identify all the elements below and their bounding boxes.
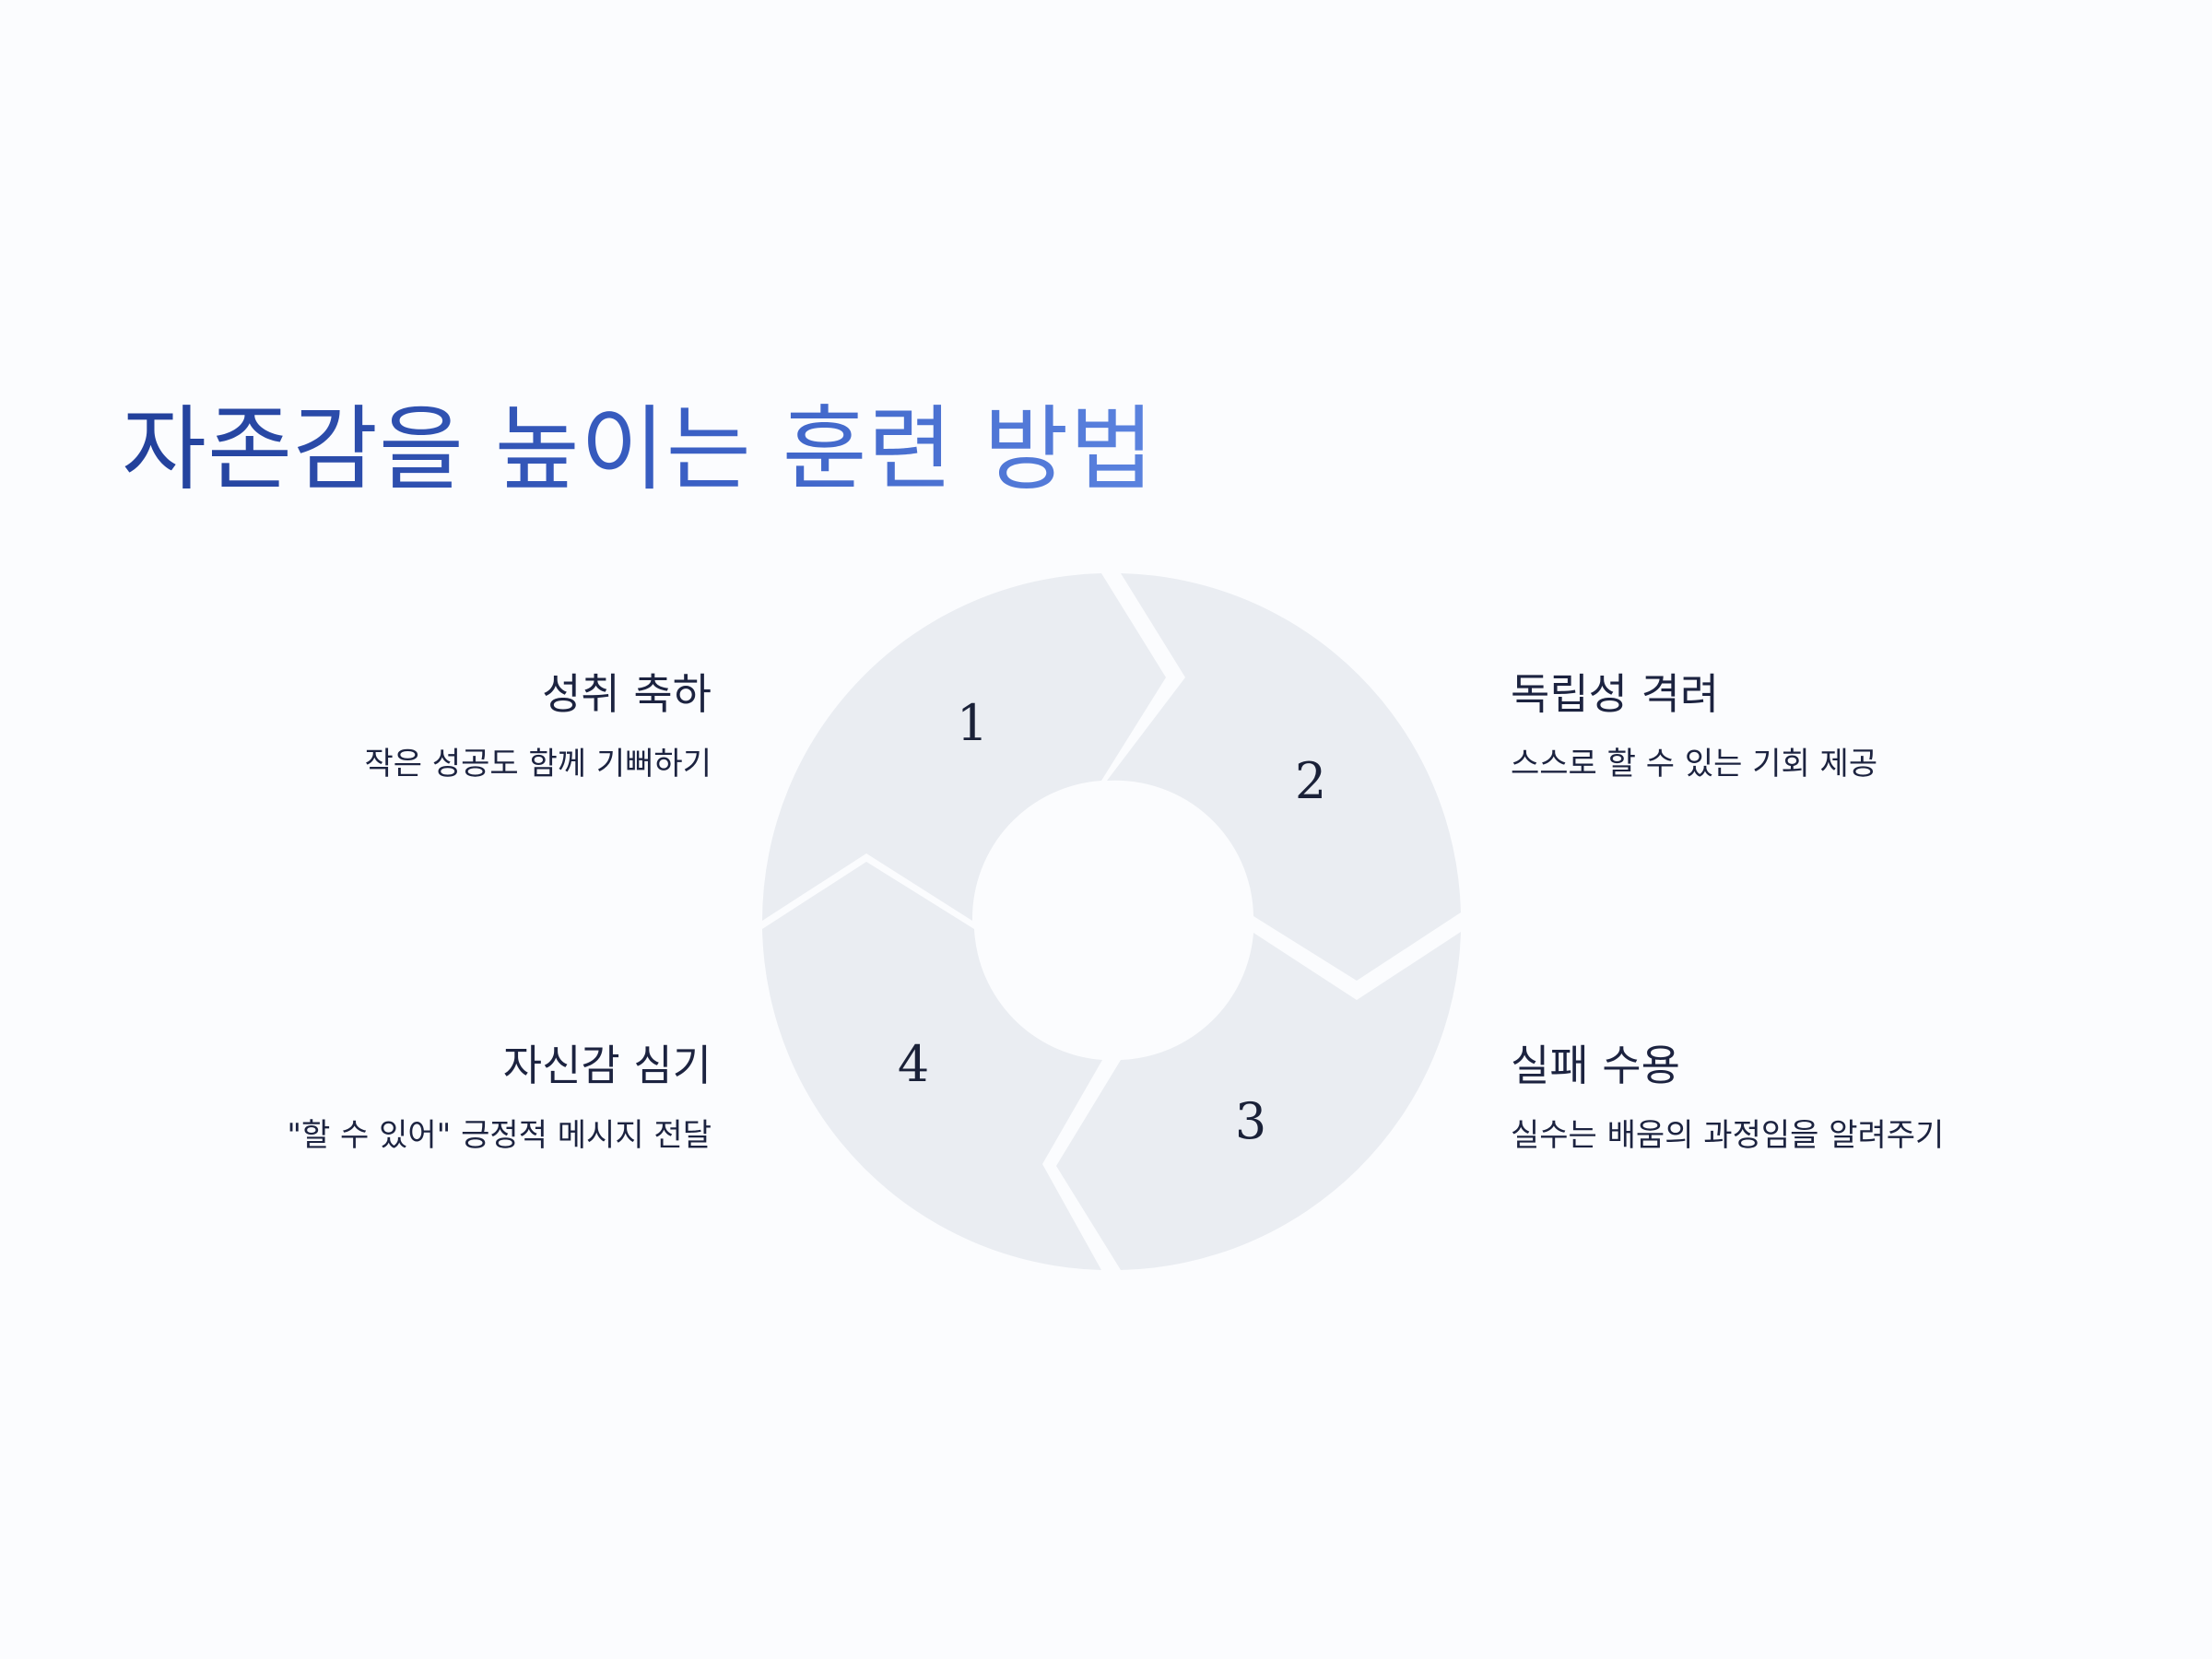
cycle-segment-3 <box>1056 932 1461 1270</box>
cycle-number-1: 1 <box>957 694 988 752</box>
cycle-item-title: 성취 축하 <box>542 669 712 719</box>
cycle-item-title: 실패 수용 <box>1511 1041 1680 1090</box>
cycle-segment-4 <box>762 862 1102 1270</box>
page-title: 자존감을 높이는 훈련 방법 <box>122 395 1156 503</box>
cycle-item-title: 자신감 심기 <box>502 1041 712 1090</box>
cycle-item-1: 성취 축하 작은 성공도 함께 기뻐하기 <box>103 669 712 783</box>
cycle-segment-1 <box>762 573 1166 921</box>
cycle-segment-2 <box>1107 573 1461 981</box>
cycle-item-2: 독립성 격려 스스로 할 수 있는 기회 제공 <box>1511 669 2119 783</box>
cycle-item-description: 실수는 배움의 과정임을 알려주기 <box>1511 1117 1945 1155</box>
cycle-number-2: 2 <box>1295 752 1326 810</box>
cycle-item-description: "할 수 있어" 긍정적 메시지 전달 <box>287 1117 712 1155</box>
cycle-item-4: 자신감 심기 "할 수 있어" 긍정적 메시지 전달 <box>103 1041 712 1155</box>
cycle-item-3: 실패 수용 실수는 배움의 과정임을 알려주기 <box>1511 1041 2119 1155</box>
cycle-number-4: 4 <box>898 1035 929 1093</box>
cycle-item-description: 스스로 할 수 있는 기회 제공 <box>1511 746 1878 783</box>
cycle-number-3: 3 <box>1235 1092 1266 1150</box>
cycle-item-description: 작은 성공도 함께 기뻐하기 <box>364 746 712 783</box>
cycle-item-title: 독립성 격려 <box>1511 669 1720 719</box>
